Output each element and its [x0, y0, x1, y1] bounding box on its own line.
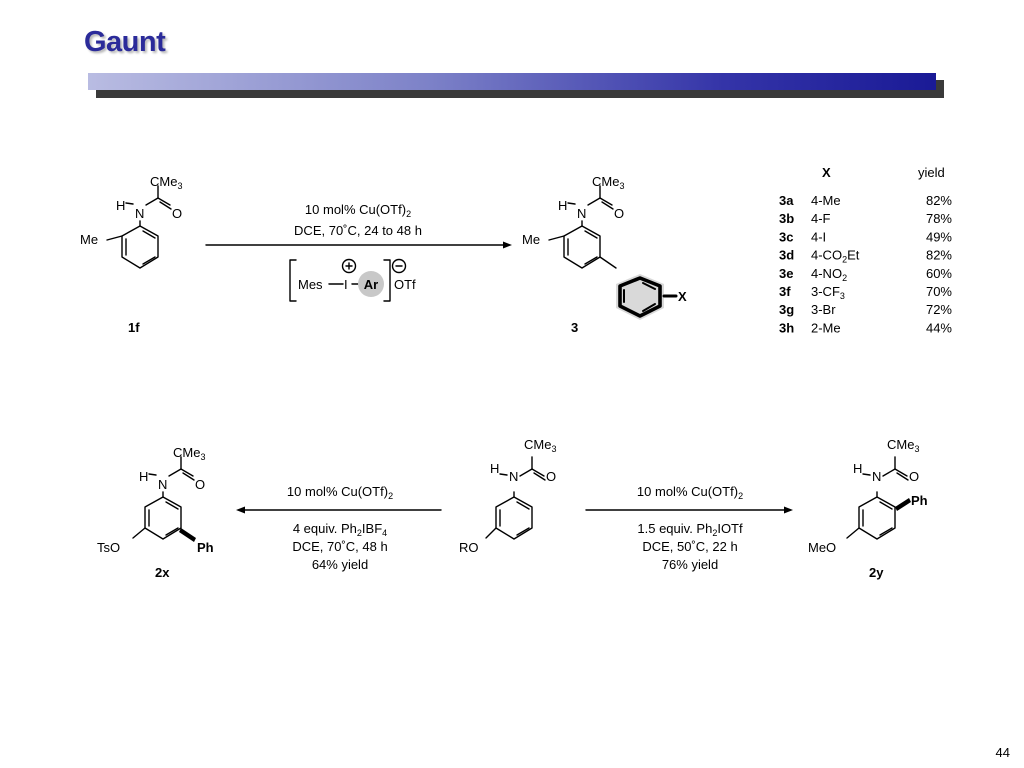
1f-o: O [172, 206, 182, 221]
2x-cme3: CMe3 [173, 445, 205, 462]
2x-h: H [139, 469, 148, 484]
page-number: 44 [995, 745, 1010, 760]
right-reagent: 1.5 equiv. Ph2IOTf [637, 521, 743, 538]
start-h: H [490, 461, 499, 476]
table-header-yield: yield [918, 165, 945, 180]
slide-title: Gaunt [84, 26, 166, 58]
compound-1f-bonds [106, 185, 172, 269]
compound-2x-bonds [132, 456, 195, 540]
start-ro: RO [459, 540, 479, 555]
1f-h: H [116, 198, 125, 213]
2x-tso: TsO [97, 540, 120, 555]
reagent-ar: Ar [364, 277, 378, 292]
start-n: N [509, 469, 518, 484]
reaction-arrow-right [585, 506, 793, 514]
2y-n: N [872, 469, 881, 484]
table-row-id: 3g [779, 302, 794, 317]
table-row-x: 4-F [811, 211, 831, 226]
compound-3-bonds [548, 185, 617, 269]
table-row-x: 4-I [811, 229, 826, 244]
1f-me: Me [80, 232, 98, 247]
table-header-x: X [822, 165, 831, 180]
3-n: N [577, 206, 586, 221]
ar-highlight-circle [358, 271, 384, 297]
1f-n: N [135, 206, 144, 221]
table-row-x: 3-CF3 [811, 284, 845, 301]
table-row-x: 4-Me [811, 193, 841, 208]
wedge-bond-2x [179, 528, 196, 542]
table-row-id: 3h [779, 320, 794, 335]
reagent-brackets [289, 258, 407, 302]
2x-ph: Ph [197, 540, 214, 555]
table-row-yield: 82% [926, 193, 952, 208]
right-conditions: DCE, 50˚C, 22 h [642, 539, 737, 554]
2x-n: N [158, 477, 167, 492]
compound-label-2x: 2x [155, 565, 170, 580]
2y-h: H [853, 461, 862, 476]
table-row-yield: 82% [926, 248, 952, 263]
2x-o: O [195, 477, 205, 492]
start-o: O [546, 469, 556, 484]
reagent-mes: Mes [298, 277, 323, 292]
table-row-yield: 60% [926, 266, 952, 281]
3-me: Me [522, 232, 540, 247]
left-reagent: 4 equiv. Ph2IBF4 [293, 521, 387, 538]
table-row-yield: 70% [926, 284, 952, 299]
table-row-yield: 49% [926, 229, 952, 244]
table-row-yield: 44% [926, 320, 952, 335]
table-row-id: 3f [779, 284, 791, 299]
yield-table: X yield 3a 4-Me 82% 3b 4-F 78% 3c 4-I 49% 3d 4-CO2… [779, 165, 952, 335]
arrow1-catalyst: 10 mol% Cu(OTf)2 [305, 202, 411, 219]
table-row-yield: 78% [926, 211, 952, 226]
table-row-x: 4-CO2Et [811, 248, 860, 265]
3-o: O [614, 206, 624, 221]
left-catalyst: 10 mol% Cu(OTf)2 [287, 484, 393, 501]
compound-label-3: 3 [571, 320, 578, 335]
2y-meo: MeO [808, 540, 836, 555]
title-bar [88, 73, 936, 90]
2y-o: O [909, 469, 919, 484]
reagent-iodine: I [344, 277, 348, 292]
3-h: H [558, 198, 567, 213]
compound-label-1f: 1f [128, 320, 140, 335]
start-cme3: CMe3 [524, 437, 556, 454]
3-cme3: CMe3 [592, 174, 624, 191]
table-row-id: 3a [779, 193, 794, 208]
compound-label-2y: 2y [869, 565, 884, 580]
table-row-id: 3d [779, 248, 794, 263]
compound-ro-start-bonds [485, 456, 546, 540]
1f-cme3: CMe3 [150, 174, 182, 191]
table-row-x: 3-Br [811, 302, 836, 317]
table-row-yield: 72% [926, 302, 952, 317]
wedge-bond-2y [895, 498, 911, 511]
right-catalyst: 10 mol% Cu(OTf)2 [637, 484, 743, 501]
left-conditions: DCE, 70˚C, 48 h [292, 539, 387, 554]
aryl-ring-highlight [616, 274, 678, 320]
table-row-id: 3b [779, 211, 794, 226]
reaction-arrow-left [236, 506, 442, 514]
table-row-id: 3e [779, 266, 793, 281]
table-row-x: 4-NO2 [811, 266, 847, 283]
table-row-id: 3c [779, 229, 793, 244]
2y-ph: Ph [911, 493, 928, 508]
table-row-x: 2-Me [811, 320, 841, 335]
2y-cme3: CMe3 [887, 437, 919, 454]
reagent-otf: OTf [394, 277, 416, 292]
arrow1-conditions: DCE, 70˚C, 24 to 48 h [294, 223, 422, 238]
3-x: X [678, 289, 687, 304]
left-yield: 64% yield [312, 557, 368, 572]
right-yield: 76% yield [662, 557, 718, 572]
reaction-arrow-1 [205, 241, 512, 249]
